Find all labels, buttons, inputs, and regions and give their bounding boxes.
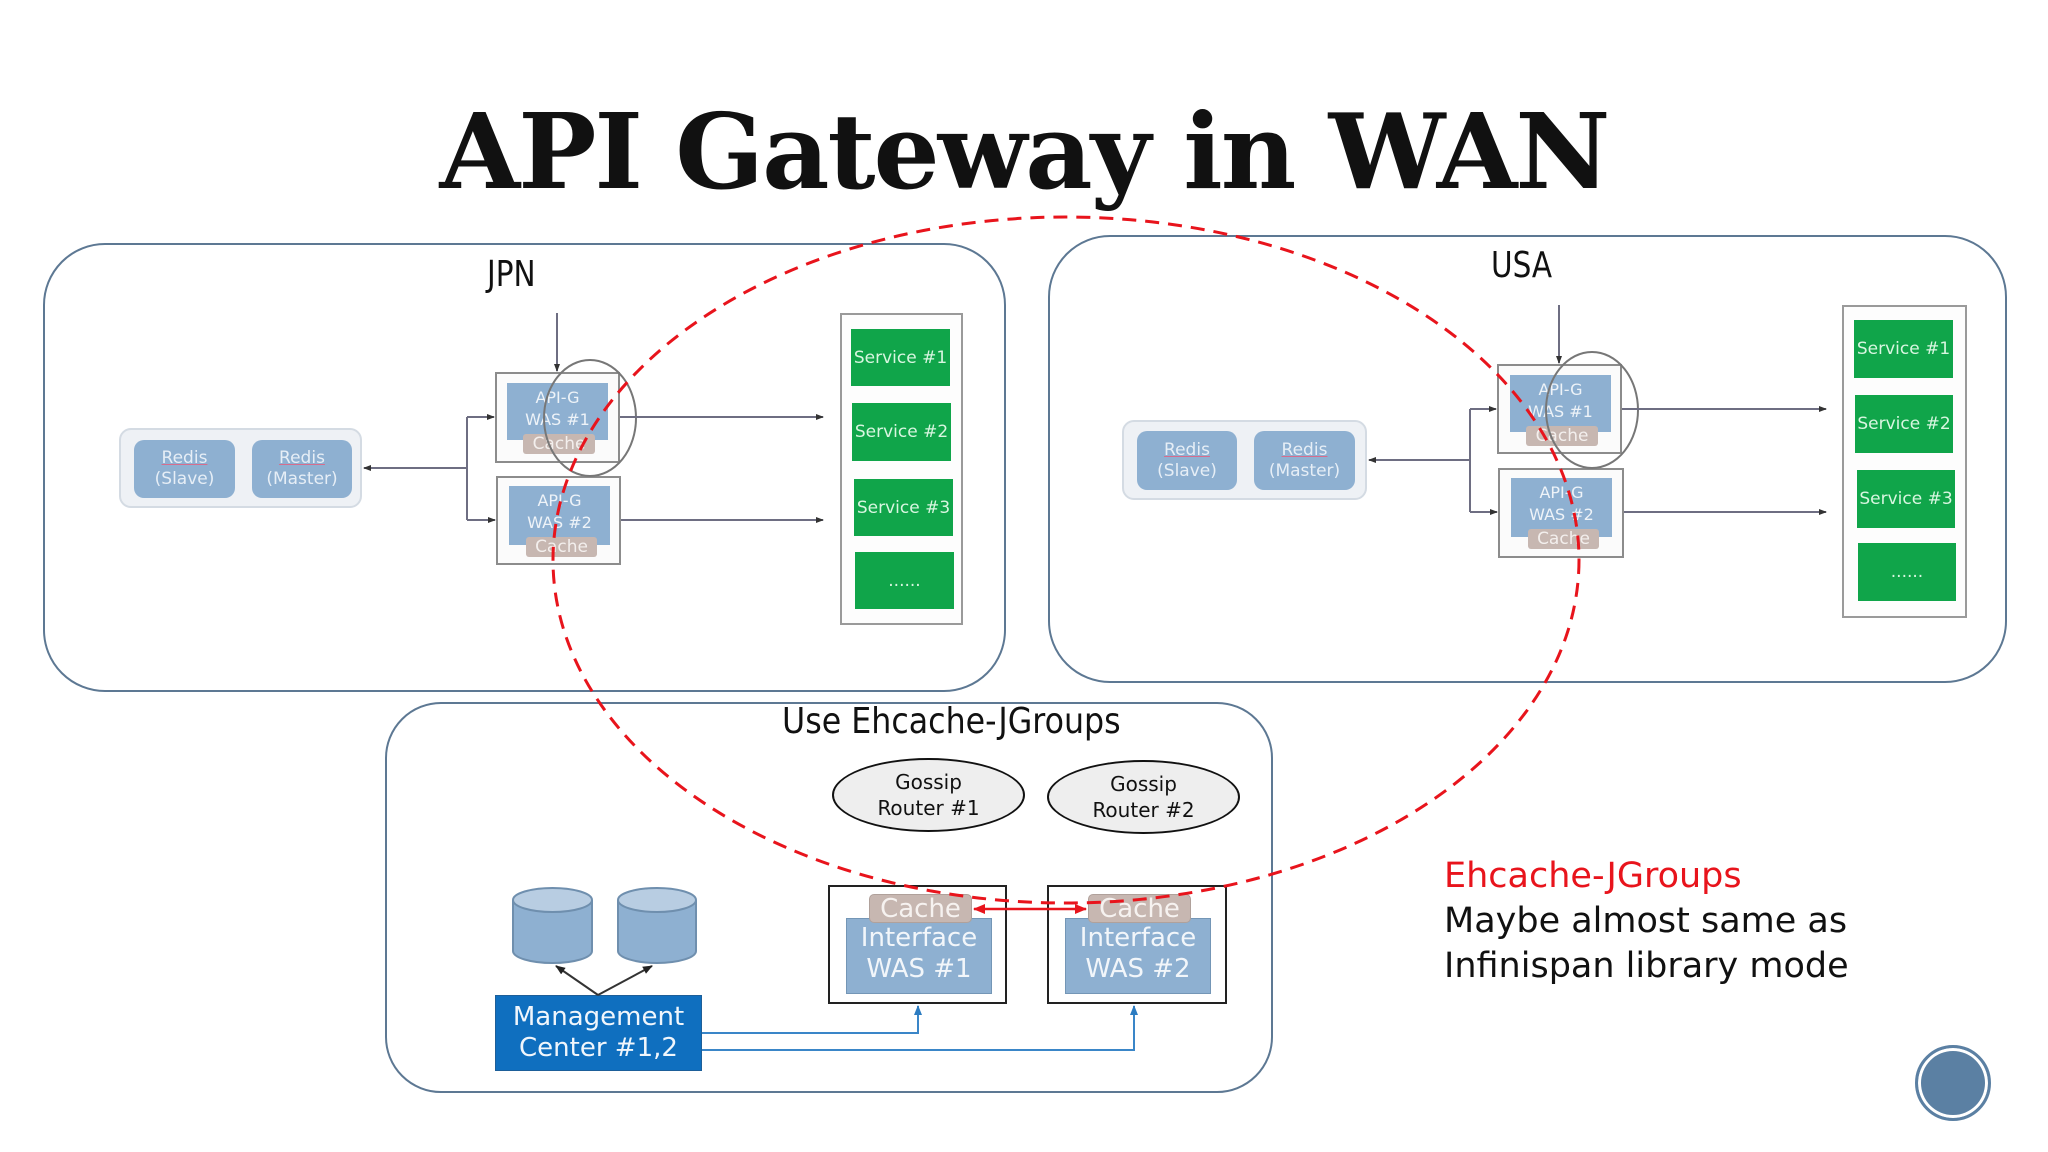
- management-center: Management Center #1,2: [495, 995, 702, 1071]
- slide-title: API Gateway in WAN: [439, 90, 1611, 213]
- interface-was-node-2: Interface WAS #2: [1065, 918, 1211, 994]
- region-label-usa: USA: [1491, 245, 1553, 286]
- slide-logo-badge: [1915, 1045, 1991, 1121]
- region-label-jpn: JPN: [487, 254, 536, 295]
- service-more-jpn: ......: [855, 552, 954, 609]
- management-db-links: [555, 965, 653, 996]
- note-highlight: Ehcache-JGroups: [1444, 856, 1742, 896]
- service-3-jpn: Service #3: [854, 479, 953, 536]
- note-line-2: Maybe almost same as: [1444, 901, 1848, 941]
- api-gateway-node-1-usa: API-G WAS #1: [1510, 375, 1611, 432]
- usa-connectors: [1368, 305, 1827, 515]
- note-line-3: Infinispan library mode: [1444, 946, 1849, 986]
- api-gateway-node-2-usa: API-G WAS #2: [1511, 478, 1612, 537]
- service-3-usa: Service #3: [1857, 470, 1955, 528]
- api-gateway-node-1-jpn: API-G WAS #1: [507, 383, 608, 440]
- database-cylinder-1: [512, 887, 593, 964]
- wan-cache-sync-highlight: [551, 215, 1581, 905]
- api-gateway-node-2-jpn: API-G WAS #2: [509, 486, 610, 545]
- redis-slave-jpn: Redis (Slave): [134, 440, 235, 498]
- database-cylinder-2: [617, 887, 697, 964]
- jpn-connectors: [363, 313, 824, 523]
- gossip-router-2: Gossip Router #2: [1047, 760, 1240, 834]
- ehcache-panel-title: Use Ehcache-JGroups: [782, 701, 1121, 742]
- gossip-router-1: Gossip Router #1: [832, 758, 1025, 832]
- interface-cache-1: Cache: [869, 894, 972, 923]
- redis-slave-usa: Redis (Slave): [1137, 431, 1237, 490]
- service-1-usa: Service #1: [1854, 320, 1953, 378]
- cache-tag-gw2-usa: Cache: [1528, 529, 1599, 549]
- service-2-jpn: Service #2: [852, 403, 951, 461]
- service-2-usa: Service #2: [1855, 395, 1953, 453]
- cache-tag-gw1-jpn: Cache: [523, 434, 595, 454]
- side-note: Ehcache-JGroups Maybe almost same as Inf…: [1444, 854, 1849, 989]
- redis-master-jpn: Redis (Master): [252, 440, 352, 498]
- cache-tag-gw2-jpn: Cache: [526, 537, 597, 557]
- service-1-jpn: Service #1: [851, 329, 950, 386]
- service-more-usa: ......: [1858, 543, 1956, 601]
- management-was-links: [702, 1005, 1138, 1051]
- redis-master-usa: Redis (Master): [1254, 431, 1355, 490]
